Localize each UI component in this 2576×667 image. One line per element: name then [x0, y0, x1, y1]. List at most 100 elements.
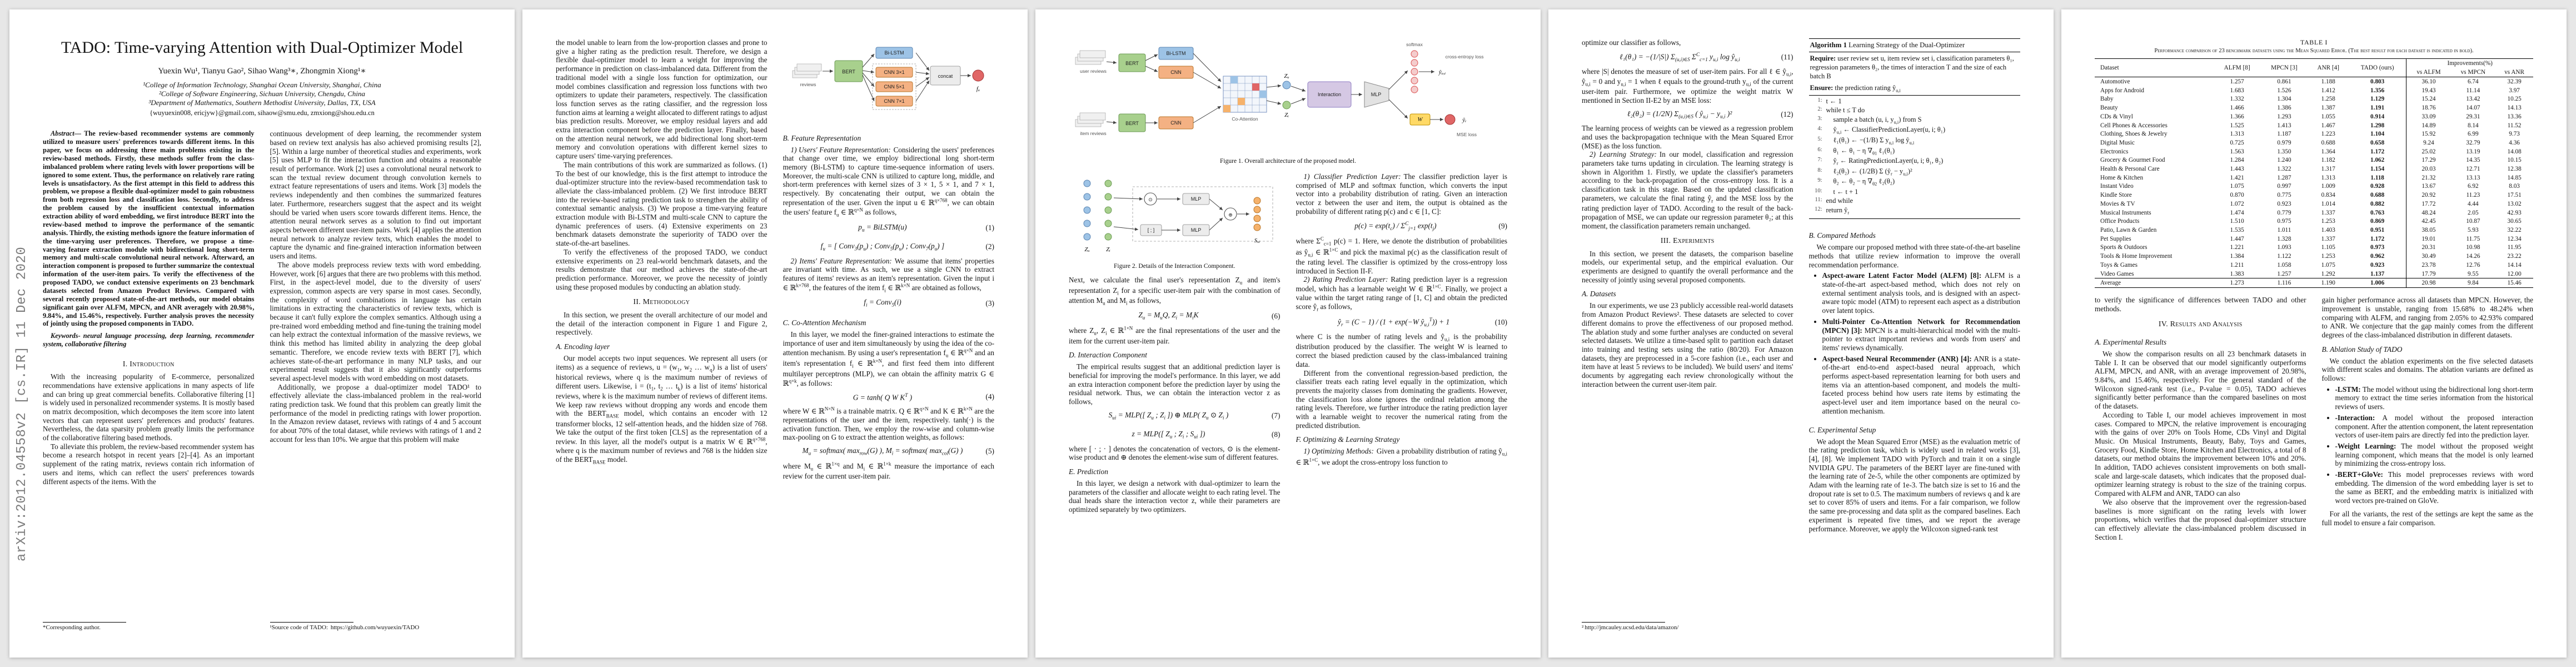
algorithm-line-text: ℓ₁(θ₁) ← −(1/B) Σ yu,i log ŷu,i: [1833, 136, 1915, 146]
weight-block: W: [1417, 116, 1423, 123]
dataset-name-cell: Tools & Home Improvement: [2100, 253, 2173, 260]
value-cell: 0.975: [2277, 218, 2291, 225]
text-run: Considering the users' preferences that …: [783, 145, 995, 218]
value-cell: 0.870: [2230, 192, 2244, 199]
algorithm-line-number: 5:: [1817, 136, 1822, 142]
paragraph: We also observe that the improvement ove…: [2095, 498, 2306, 542]
subsection-heading: B. Compared Methods: [1808, 231, 1876, 240]
algorithm-label: Algorithm 1: [1810, 41, 1847, 49]
text-run: ALFM is a state-of-the-art aspect-based …: [1822, 271, 2021, 315]
algorithm-line-number: 11:: [1815, 197, 1822, 203]
table-1-label: TABLE I: [2300, 38, 2328, 46]
value-cell: 17.29: [2406, 156, 2451, 165]
value-cell: 32.39: [2507, 78, 2522, 86]
value-cell: 1.563: [2230, 148, 2244, 155]
value-cell: 1.258: [2321, 96, 2335, 103]
classifier-output-label: ŷᵤ,ᵢ: [1438, 69, 1446, 76]
value-cell: 5.93: [2468, 226, 2479, 233]
algorithm-line-number: 1:: [1817, 97, 1822, 104]
equation-number: (10): [1494, 318, 1507, 327]
value-cell: 19.01: [2406, 234, 2451, 243]
equation-body: Sui = MLP([ Zu ; Zi ]) ⊕ MLP( Zu ⊙ Zi ): [1108, 410, 1229, 421]
equation: Mu = softmax( maxrow(G) ), Mi = softmax(…: [783, 446, 994, 457]
value-cell: 1.129: [2370, 96, 2385, 103]
paragraph-lead: 1) Classifier Prediction Layer:: [1303, 172, 1401, 181]
bilstm-block: Bi-LSTM: [884, 50, 904, 56]
algorithm-line: 1:t ← 1: [1810, 97, 2020, 106]
dataset-name-cell: Kindle Store: [2100, 192, 2132, 199]
value-cell: 13.02: [2507, 200, 2522, 207]
paragraph: We adopt the Mean Squared Error (MSE) as…: [1809, 437, 2021, 534]
text-run: optimize our classifier as follows,: [1582, 38, 1681, 47]
figure-caption: Figure 2. Details of the Interaction Com…: [1114, 262, 1235, 270]
value-cell: 12.00: [2507, 270, 2522, 277]
text-run: continuous development of deep learning,…: [270, 130, 482, 261]
arxiv-stamp: arXiv:2012.04558v2 [cs.IR] 11 Dec 2020: [14, 246, 29, 561]
algorithm-line-text: θ₂ ← θ₂ − η ∇θ2 ℓ₂(θ₂): [1833, 177, 1895, 187]
dataset-name-cell: Sports & Outdoors: [2100, 244, 2148, 251]
figure-1-caption: Figure 1. Overall architecture of the pr…: [1220, 158, 1356, 165]
value-cell: 1.383: [2230, 270, 2244, 277]
value-cell: 1.093: [2277, 244, 2291, 251]
subsection-heading: C. Experimental Setup: [1808, 425, 1876, 434]
value-cell: 0.869: [2370, 218, 2385, 225]
equation-body: z = MLP([ Zu ; Zi ; Sui ]): [1132, 430, 1205, 440]
algorithm-line-text: end while: [1826, 197, 1853, 205]
value-cell: 1.525: [2230, 122, 2244, 129]
dataset-name-cell: Automotive: [2100, 78, 2130, 86]
footnote-link[interactable]: http://jmcauley.ucsd.edu/data/amazon/: [1585, 624, 1679, 631]
algorithm-require: Require: user review set u, item review …: [1809, 52, 2021, 81]
algorithm-line: 12:return ŷr: [1810, 206, 2020, 216]
equation-body: ℓ₁(θ₁) = −(1/|S|) Σ(u,i)∈S ΣCc=1 yu,i lo…: [1620, 51, 1740, 62]
value-cell: 10.25: [2507, 96, 2522, 103]
paragraph: In this layer, we design a network with …: [1069, 479, 1280, 514]
value-cell: 0.962: [2370, 253, 2385, 260]
dataset-name-cell: Clothing, Shoes & Jewelry: [2100, 131, 2168, 138]
value-cell: 15.92: [2406, 130, 2451, 139]
value-cell: 1.443: [2230, 166, 2244, 173]
dataset-name-cell: Office Products: [2100, 218, 2140, 225]
value-cell: 1.403: [2321, 226, 2335, 233]
equation-number: (1): [985, 223, 994, 232]
dataset-name-cell: Musical Instruments: [2100, 209, 2151, 216]
value-cell: 14.89: [2406, 121, 2451, 130]
value-cell: 32.22: [2507, 226, 2522, 233]
rating-output-label: ŷᵣ: [1462, 117, 1467, 123]
text-run: With the increasing popularity of E-comm…: [43, 372, 255, 442]
value-cell: 20.31: [2406, 243, 2451, 252]
col-header-dataset: Dataset: [2100, 64, 2119, 72]
value-cell: 1.474: [2230, 209, 2244, 216]
footnote-link[interactable]: https://github.com/wuyuexin/TADO: [330, 624, 420, 631]
algorithm-line-text: ℓ₂(θ₂) ← (1/2B) Σ (ŷr − yu,i)²: [1833, 167, 1912, 177]
text-run: to verify the significance of difference…: [2095, 296, 2306, 313]
equation-number: (9): [1498, 221, 1507, 230]
equation-body: p(c) = exp(tc) / ΣCj=1 exp(tj): [1354, 220, 1437, 231]
equation: ŷr = (C − 1) / (1 + exp(−W ŷu,iT)) + 1(1…: [1296, 317, 1507, 328]
page-2: the model unable to learn from the low-p…: [522, 9, 1028, 658]
paragraph: In this section, we present the overall …: [556, 311, 768, 337]
subsection-heading: A. Datasets: [1582, 290, 1616, 298]
paragraph: 1) Users' Feature Representation:Conside…: [783, 146, 995, 218]
value-cell: 1.191: [2370, 104, 2385, 112]
value-cell: 1.332: [2230, 96, 2244, 103]
algorithm-ensure-label: Ensure:: [1810, 83, 1833, 92]
algorithm-line-text: θ₁ ← θ₁ − η ∇θ1 ℓ₁(θ₁): [1833, 146, 1895, 156]
value-cell: 9.55: [2468, 270, 2479, 277]
algorithm-line-text: return ŷr: [1826, 206, 1850, 216]
text-run: where Mu ∈ ℝ1×q and Mi ∈ ℝ1×k measure th…: [783, 461, 994, 481]
paragraph: continuous development of deep learning,…: [270, 130, 482, 261]
algorithm-title: Algorithm 1 Learning Strategy of the Dua…: [1808, 39, 2020, 53]
bullet-lead: Aspect-based Neural Recommender (ANR) [4…: [1822, 354, 1972, 363]
col-header-mpcn: MPCN [3]: [2271, 64, 2298, 72]
value-cell: 1.466: [2230, 104, 2244, 112]
paragraph: With the increasing popularity of E-comm…: [43, 372, 255, 442]
column-right: Algorithm 1 Learning Strategy of the Dua…: [1808, 38, 2021, 632]
value-cell: 1.364: [2321, 148, 2335, 155]
value-cell: 6.74: [2468, 78, 2479, 86]
